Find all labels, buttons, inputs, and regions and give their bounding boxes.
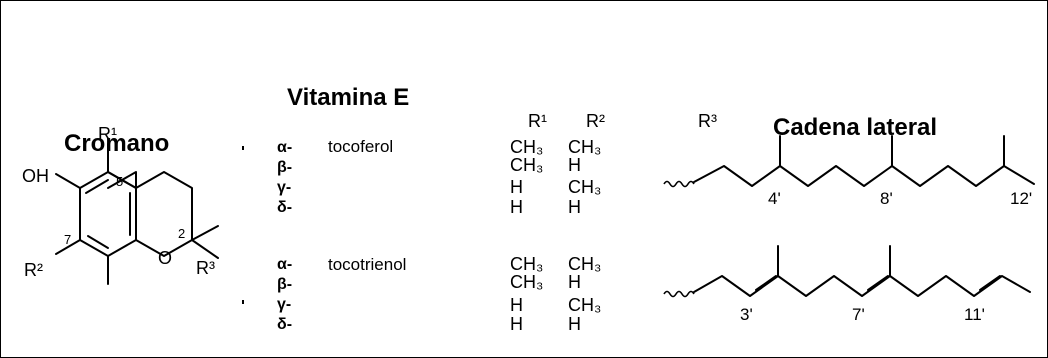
scan-mark xyxy=(242,146,244,150)
tocopherol-side-chain xyxy=(663,135,1035,188)
greek-beta: β- xyxy=(277,159,292,176)
position-8-label: 8' xyxy=(880,189,893,208)
chromane-structure xyxy=(55,143,219,285)
r3-header: R³ xyxy=(698,111,717,131)
side-chain-title: Cadena lateral xyxy=(773,114,937,141)
greek-delta: δ- xyxy=(277,199,292,216)
tocopherol-label: tocoferol xyxy=(328,137,393,156)
tocotrienol-side-chain xyxy=(663,245,1031,298)
greek-alpha: α- xyxy=(277,139,292,156)
tocopherol-r2-beta: H xyxy=(568,155,581,175)
greek-alpha: α- xyxy=(277,256,292,273)
tocotrienol-r1-gamma: H xyxy=(510,295,523,315)
tocopherol-r1-gamma: H xyxy=(510,177,523,197)
tocotrienol-rows: α- β- γ- δ- tocotrienol CH₃ CH₃ H H CH₃ … xyxy=(277,254,601,334)
tocotrienol-r2-delta: H xyxy=(568,314,581,334)
position-12-label: 12' xyxy=(1010,189,1032,208)
tocotrienol-r1-delta: H xyxy=(510,314,523,334)
greek-gamma: γ- xyxy=(277,296,291,313)
tocotrienol-r2-gamma: CH₃ xyxy=(568,295,601,315)
chromane-r3-label: R³ xyxy=(196,258,215,278)
greek-beta: β- xyxy=(277,276,292,293)
chromane-position-5: 5 xyxy=(116,174,123,189)
chromane-oh-label: OH xyxy=(22,166,49,186)
tocopherol-r1-delta: H xyxy=(510,197,523,217)
tocotrienol-label: tocotrienol xyxy=(328,255,406,274)
tocopherol-r2-gamma: CH₃ xyxy=(568,177,601,197)
tocotrienol-r2-alpha: CH₃ xyxy=(568,254,601,274)
tocopherol-r1-beta: CH₃ xyxy=(510,155,543,175)
chromane-position-2: 2 xyxy=(178,226,185,241)
chromane-position-7: 7 xyxy=(64,232,71,247)
position-3-label: 3' xyxy=(740,305,753,324)
r1-header: R¹ xyxy=(528,111,547,131)
position-11-label: 11' xyxy=(964,305,985,324)
greek-delta: δ- xyxy=(277,316,292,333)
vitamin-e-title: Vitamina E xyxy=(287,84,409,111)
tocopherol-r2-alpha: CH₃ xyxy=(568,137,601,157)
tocopherol-rows: α- β- γ- δ- tocoferol CH₃ CH₃ H H CH₃ H … xyxy=(277,137,601,217)
tocotrienol-r1-alpha: CH₃ xyxy=(510,254,543,274)
chromane-o-label: O xyxy=(158,248,172,268)
r2-header: R² xyxy=(586,111,605,131)
tocotrienol-r2-beta: H xyxy=(568,272,581,292)
chromane-title: Cromano xyxy=(64,130,169,157)
position-7-label: 7' xyxy=(852,305,865,324)
tocopherol-r1-alpha: CH₃ xyxy=(510,137,543,157)
tocotrienol-r1-beta: CH₃ xyxy=(510,272,543,292)
chromane-r1-label: R¹ xyxy=(98,124,117,144)
position-4-label: 4' xyxy=(768,189,781,208)
chromane-r2-label: R² xyxy=(24,260,43,280)
scan-mark xyxy=(242,300,244,304)
greek-gamma: γ- xyxy=(277,179,291,196)
tocopherol-r2-delta: H xyxy=(568,197,581,217)
